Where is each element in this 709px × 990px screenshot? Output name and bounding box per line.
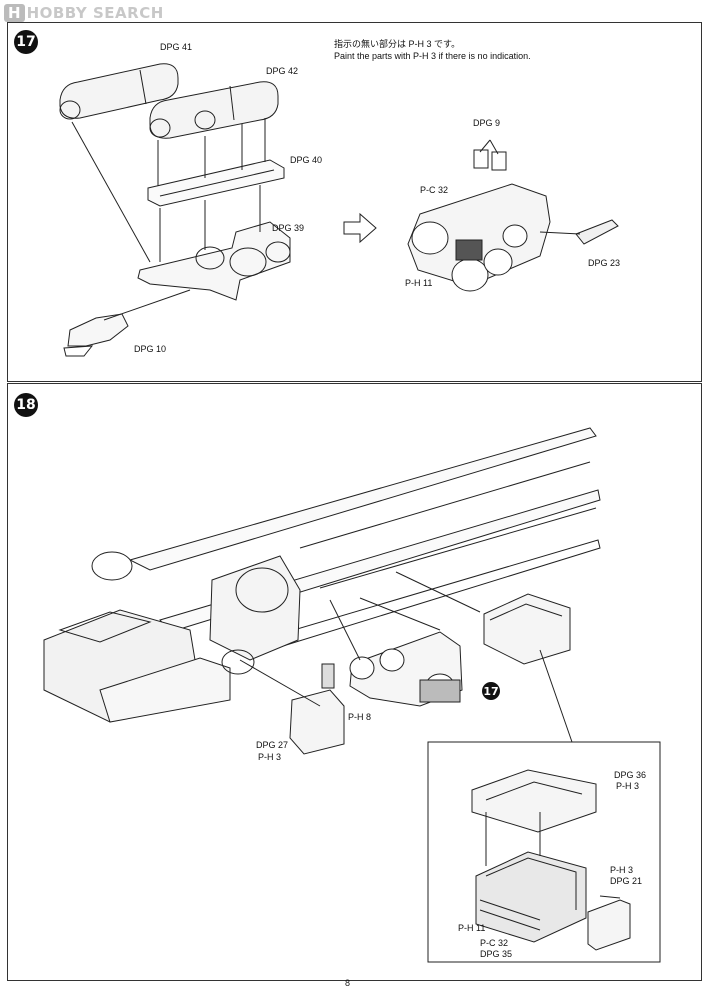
ref-step-17-badge: 17 (482, 682, 500, 700)
label-pc32-b: P-C 32 (480, 938, 509, 948)
step-17-panel (7, 22, 702, 382)
label-ph3-b: P-H 3 (616, 781, 640, 791)
step-18-panel (7, 383, 702, 981)
paint-note-jp: 指示の無い部分は P-H 3 です。 (334, 39, 461, 49)
label-dpg21: DPG 21 (610, 876, 643, 886)
page-number: 8 (345, 978, 351, 988)
logo-mark: H (4, 4, 25, 22)
step-18-badge: 18 (14, 393, 38, 417)
label-dpg39: DPG 39 (272, 223, 305, 233)
label-ph11-b: P-H 11 (458, 923, 486, 933)
label-dpg40: DPG 40 (290, 155, 323, 165)
label-dpg35: DPG 35 (480, 949, 513, 959)
label-dpg36: DPG 36 (614, 770, 647, 780)
paint-note-en: Paint the parts with P-H 3 if there is n… (334, 51, 531, 61)
label-dpg27: DPG 27 (256, 740, 289, 750)
logo-text: HOBBY SEARCH (26, 4, 164, 22)
label-dpg41: DPG 41 (160, 42, 193, 52)
label-ph8: P-H 8 (348, 712, 372, 722)
site-logo: H HOBBY SEARCH (4, 3, 164, 23)
label-ph11: P-H 11 (405, 278, 433, 288)
label-dpg10: DPG 10 (134, 344, 167, 354)
label-dpg23: DPG 23 (588, 258, 621, 268)
label-ph3-c: P-H 3 (610, 865, 634, 875)
label-pc32: P-C 32 (420, 185, 449, 195)
label-ph3: P-H 3 (258, 752, 282, 762)
label-dpg42: DPG 42 (266, 66, 299, 76)
label-dpg9: DPG 9 (473, 118, 501, 128)
step-17-badge: 17 (14, 30, 38, 54)
